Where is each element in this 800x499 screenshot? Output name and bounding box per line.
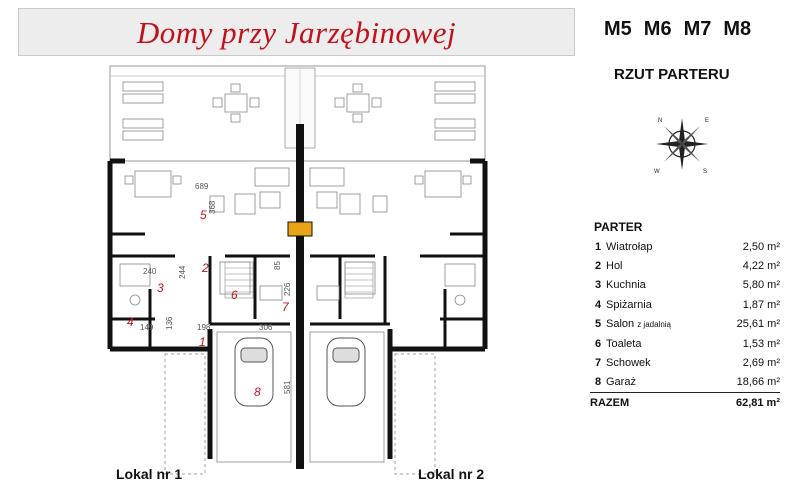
model-code: M5 <box>604 18 632 40</box>
total-area: 62,81 m² <box>709 392 780 413</box>
table-row: 2 Hol 4,22 m² <box>590 256 780 275</box>
room-number: 5 <box>200 208 207 222</box>
model-code: M7 <box>683 18 712 40</box>
dimension-label: 198 <box>197 323 211 332</box>
dimension-label: 149 <box>140 323 154 332</box>
compass-letter: E <box>705 118 709 124</box>
room-note: z jadalnią <box>637 320 672 330</box>
room-name: Spiżarnia <box>606 298 652 311</box>
table-title: PARTER <box>594 220 643 234</box>
room-name-text: Salon <box>606 318 635 331</box>
room-number: 4 <box>127 315 134 329</box>
room-area-table: 1 Wiatrołap 2,50 m² 2 Hol 4,22 m² 3 Kuchnia 5,… <box>590 237 780 413</box>
patio-table-icon <box>212 83 382 123</box>
room-name: Garaż <box>606 376 636 389</box>
title-banner: Domy przy Jarzębinowej <box>18 8 575 56</box>
room-number: 3 <box>157 281 164 295</box>
dimension-label: 226 <box>283 282 292 296</box>
party-wall <box>296 124 304 469</box>
table-row: 4 Spiżarnia 1,87 m² <box>590 295 780 314</box>
room-num: 7 <box>594 357 602 370</box>
room-area: 2,69 m² <box>742 357 780 370</box>
room-num: 5 <box>594 318 602 331</box>
room-number: 6 <box>231 288 238 302</box>
dimension-label: 136 <box>165 316 174 330</box>
dimension-label: 581 <box>283 380 292 394</box>
fireplace-icon <box>287 221 313 237</box>
dimension-label: 240 <box>143 267 157 276</box>
dimension-label: 368 <box>208 200 217 214</box>
plan-title: RZUT PARTERU <box>614 66 730 83</box>
room-number: 8 <box>254 385 261 399</box>
model-codes: M5 M6 M7 M8 <box>604 18 751 41</box>
room-name: Wiatrołap <box>606 240 653 253</box>
staircase <box>224 261 374 299</box>
room-num: 3 <box>594 279 602 292</box>
model-code: M8 <box>723 18 752 40</box>
lounger-icon <box>122 81 164 141</box>
lounger-icon <box>434 81 476 141</box>
compass-letter: S <box>703 169 707 175</box>
room-area: 18,66 m² <box>736 376 780 389</box>
room-number: 1 <box>199 335 206 349</box>
table-row: 1 Wiatrołap 2,50 m² <box>590 237 780 256</box>
room-area: 25,61 m² <box>736 318 780 331</box>
room-number: 7 <box>282 300 290 314</box>
room-name: Schowek <box>606 357 651 370</box>
total-label: RAZEM <box>590 392 710 413</box>
unit-label: Lokal nr 2 <box>418 466 485 482</box>
table-row: 3 Kuchnia 5,80 m² <box>590 276 780 295</box>
car-icon <box>234 337 366 407</box>
interior-walls <box>110 232 485 349</box>
table-row: 6 Toaleta 1,53 m² <box>590 334 780 353</box>
dimension-label: 85 <box>273 261 282 270</box>
furniture <box>119 167 476 306</box>
room-name: Hol <box>606 260 623 273</box>
room-name: Kuchnia <box>606 279 646 292</box>
floor-plan: 689 368 240 244 85 149 136 198 306 581 2… <box>107 65 488 475</box>
room-num: 6 <box>594 337 602 350</box>
garage-area <box>164 331 436 475</box>
room-name: Toaleta <box>606 337 642 350</box>
room-name: Salon z jadalnią <box>606 315 710 334</box>
room-number: 2 <box>201 261 209 275</box>
compass-letter: N <box>658 118 662 124</box>
room-num: 8 <box>594 376 602 389</box>
table-row: 8 Garaż 18,66 m² <box>590 373 780 393</box>
table-row: 7 Schowek 2,69 m² <box>590 353 780 372</box>
room-area: 1,53 m² <box>742 337 780 350</box>
compass-letter: W <box>654 169 660 175</box>
room-num: 4 <box>594 298 602 311</box>
dimension-label: 244 <box>178 265 187 279</box>
room-area: 4,22 m² <box>742 260 780 273</box>
compass-rose-icon: N S W E <box>654 118 709 175</box>
room-area: 2,50 m² <box>742 240 780 253</box>
model-code: M6 <box>643 18 672 40</box>
dimension-label: 689 <box>195 182 209 191</box>
page-title: Domy przy Jarzębinowej <box>136 15 457 50</box>
room-area: 5,80 m² <box>742 279 780 292</box>
table-row: 5 Salon z jadalnią 25,61 m² <box>590 315 780 334</box>
dimension-label: 306 <box>259 323 273 332</box>
room-num: 2 <box>594 260 602 273</box>
unit-label: Lokal nr 1 <box>116 466 183 482</box>
room-num: 1 <box>594 240 602 253</box>
room-area: 1,87 m² <box>742 298 780 311</box>
